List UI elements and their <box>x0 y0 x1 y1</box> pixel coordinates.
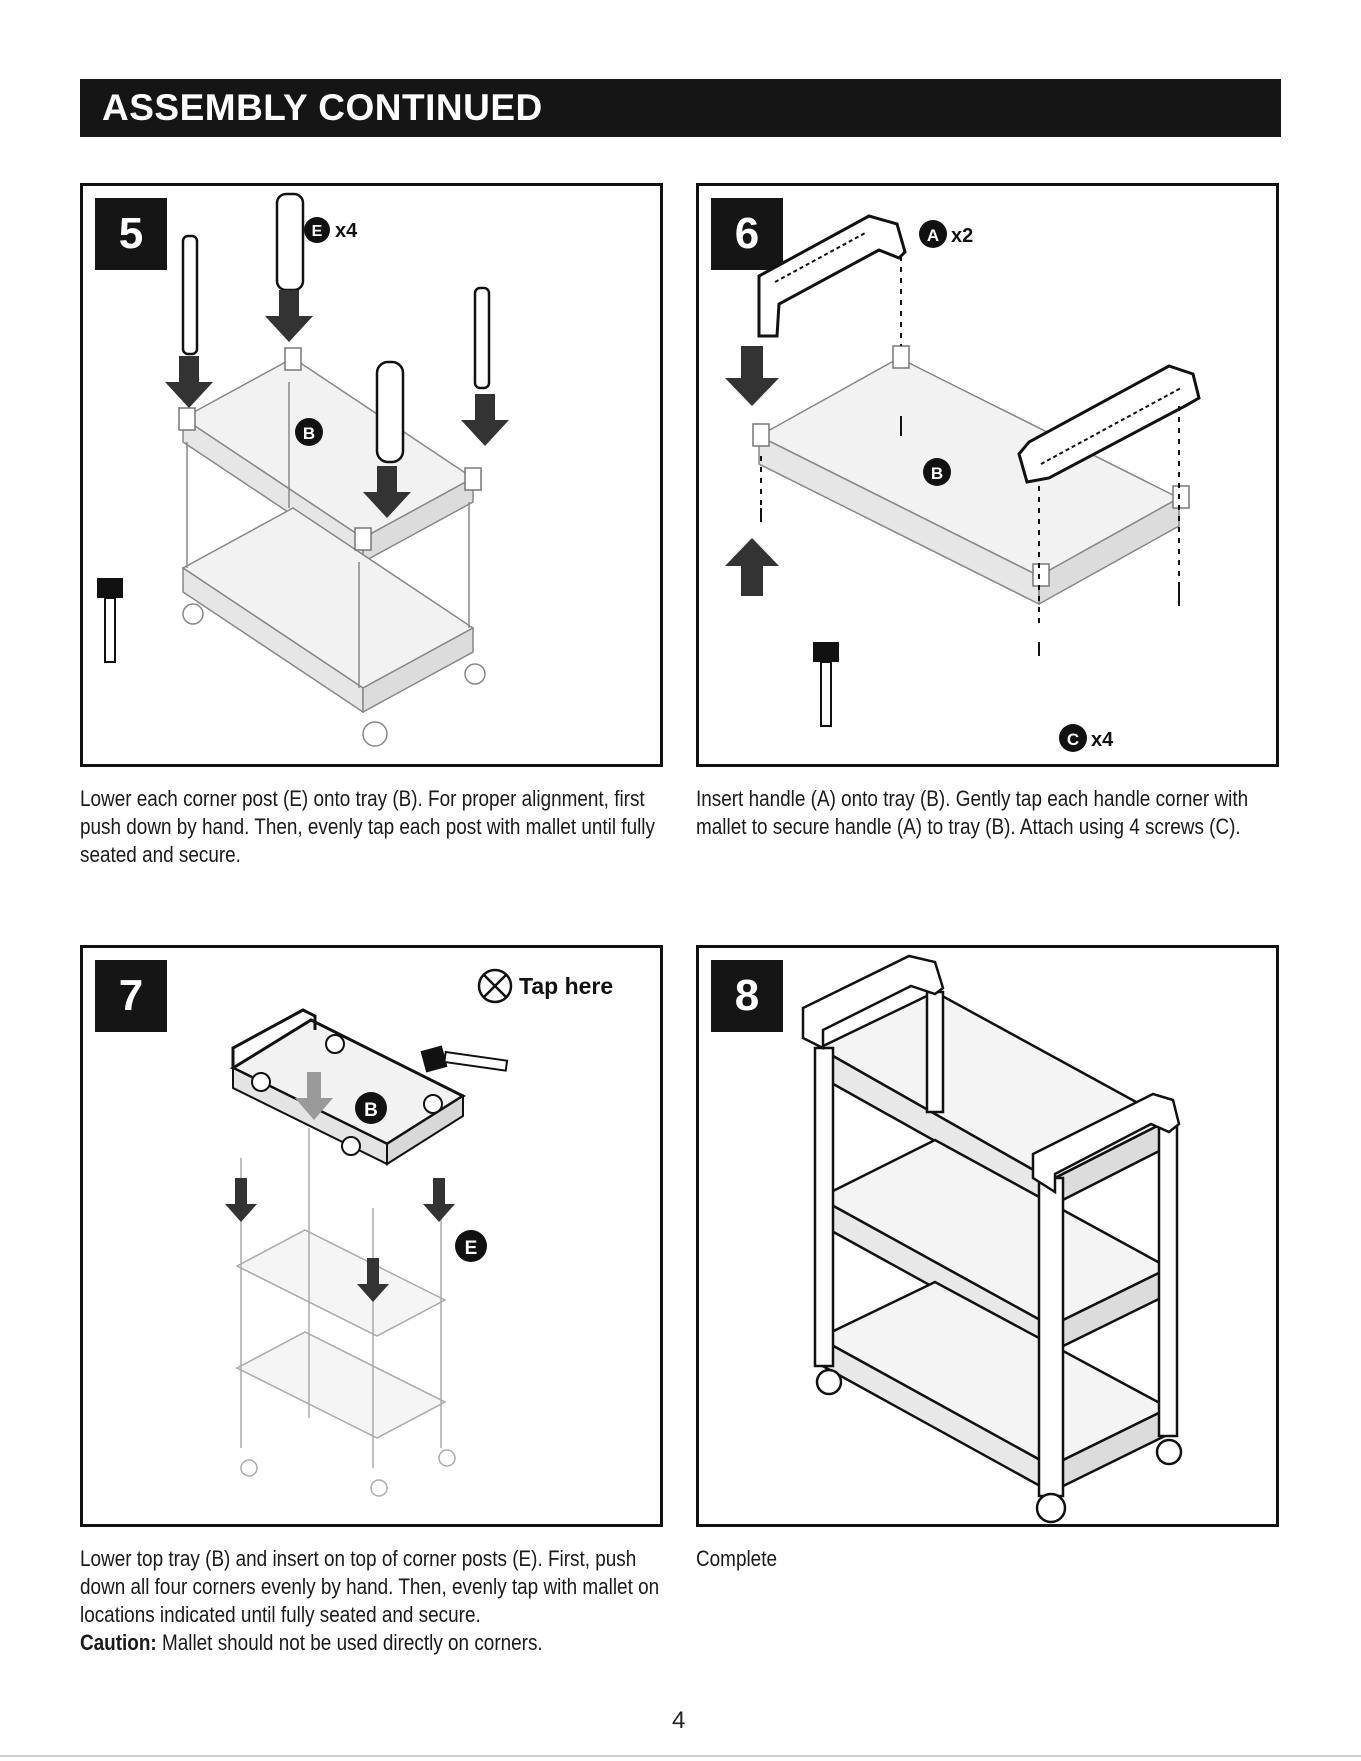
step-7-badge: 7 <box>95 960 167 1032</box>
tap-here-label: Tap here <box>519 973 613 999</box>
part-b-letter: B <box>303 424 315 443</box>
step-8-caption-text: Complete <box>696 1546 777 1571</box>
mallet-icon <box>420 1045 509 1073</box>
step-5-badge: 5 <box>95 198 167 270</box>
part-c-letter: C <box>1067 730 1079 749</box>
caution-text: Mallet should not be used directly on co… <box>156 1630 543 1655</box>
step-7-panel: 7 Tap here <box>80 945 663 1527</box>
step-5-panel: 5 <box>80 183 663 767</box>
part-e-letter: E <box>312 223 323 240</box>
step-8-illustration <box>801 954 1183 1524</box>
completed-cart <box>801 954 1183 1524</box>
part-b-letter: B <box>364 1100 378 1121</box>
step-8-panel: 8 <box>696 945 1279 1527</box>
step-6-panel: 6 <box>696 183 1279 767</box>
handle-quantity: x2 <box>951 225 973 247</box>
caution-label: Caution: <box>80 1630 157 1655</box>
handle-a-right <box>1017 364 1201 484</box>
section-banner: ASSEMBLY CONTINUED <box>80 79 1281 137</box>
section-title: ASSEMBLY CONTINUED <box>102 87 543 128</box>
screw-quantity: x4 <box>1091 729 1114 751</box>
post-quantity: x4 <box>335 220 358 242</box>
step-6-illustration: A x2 B C x4 <box>725 214 1201 752</box>
step-7-caption: Lower top tray (B) and insert on top of … <box>80 1545 665 1657</box>
part-e-letter: E <box>465 1238 478 1259</box>
step-6-badge: 6 <box>711 198 783 270</box>
step-7-illustration: Tap here <box>225 968 613 1497</box>
mallet-icon <box>97 578 123 663</box>
step-8-badge: 8 <box>711 960 783 1032</box>
step-6-caption-text: Insert handle (A) onto tray (B). Gently … <box>696 786 1249 839</box>
step-7-caption-text: Lower top tray (B) and insert on top of … <box>80 1546 660 1627</box>
step-5-illustration: E x4 B <box>97 192 509 747</box>
part-b-letter: B <box>931 464 943 483</box>
handle-a-left <box>757 214 907 338</box>
tap-target-icon <box>477 968 513 1004</box>
step-5-caption: Lower each corner post (E) onto tray (B)… <box>80 785 665 869</box>
step-8-caption: Complete <box>696 1545 1281 1573</box>
step-6-caption: Insert handle (A) onto tray (B). Gently … <box>696 785 1281 841</box>
step-7-caution: Caution: Mallet should not be used direc… <box>80 1629 665 1657</box>
page-number: 4 <box>672 1707 686 1734</box>
part-a-letter: A <box>927 226 939 245</box>
mallet-icon <box>813 642 839 727</box>
bottom-rule <box>0 1755 1361 1757</box>
step-5-caption-text: Lower each corner post (E) onto tray (B)… <box>80 786 655 867</box>
